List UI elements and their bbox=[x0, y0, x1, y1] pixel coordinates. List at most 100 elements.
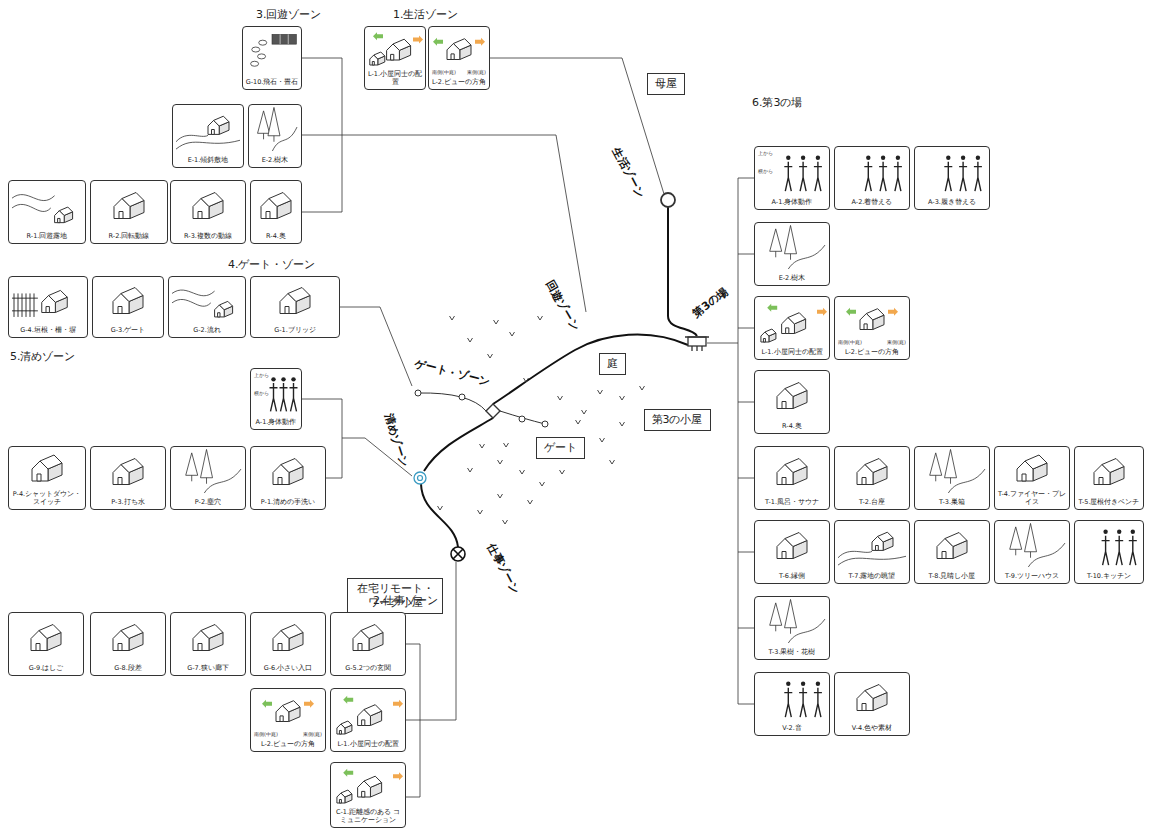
pattern-card: G-7.狭い廊下 bbox=[170, 612, 246, 676]
card-caption: P-4.シャットダウン・スイッチ bbox=[11, 491, 83, 506]
drawing-stroke bbox=[261, 193, 291, 219]
card-caption: P-3.打ち水 bbox=[93, 499, 163, 506]
pattern-card: T-1.風呂・サウナ bbox=[754, 446, 830, 510]
card-caption: P-1.清めの手洗い bbox=[253, 499, 323, 506]
drawing-stroke bbox=[782, 478, 786, 485]
zone-area: 清めゾーン bbox=[368, 420, 472, 524]
drawing-stroke bbox=[40, 455, 62, 469]
icon-drawing bbox=[173, 105, 243, 154]
drawing-stroke bbox=[291, 377, 295, 381]
leader-line bbox=[490, 58, 664, 194]
drawing-stroke bbox=[540, 482, 545, 486]
drawing-stroke bbox=[259, 40, 267, 45]
drawing-stroke bbox=[480, 444, 485, 448]
drawing-stroke bbox=[198, 212, 202, 219]
card-caption: T-10.キッチン bbox=[1077, 573, 1141, 580]
drawing-stroke bbox=[528, 500, 533, 504]
icon-drawing bbox=[169, 277, 245, 324]
drawing-stroke bbox=[560, 470, 565, 474]
drawing-stroke bbox=[1028, 543, 1065, 567]
drawing-stroke bbox=[281, 459, 303, 473]
card-caption: E-2.樹木 bbox=[757, 275, 827, 282]
drawing-stroke bbox=[37, 474, 41, 481]
drawing-stroke bbox=[273, 136, 274, 142]
drawing-stroke bbox=[193, 193, 223, 219]
drawing-stroke bbox=[896, 156, 900, 160]
place-box: 第3の小屋 bbox=[644, 409, 711, 431]
drawing-stroke bbox=[362, 720, 365, 726]
drawing-stroke bbox=[784, 162, 792, 191]
drawing-stroke bbox=[1129, 536, 1137, 565]
drawing-stroke bbox=[785, 599, 797, 627]
drawing-stroke bbox=[608, 123, 728, 233]
icon-drawing bbox=[995, 521, 1069, 570]
icon-drawing bbox=[365, 27, 425, 69]
drawing-stroke bbox=[280, 383, 288, 411]
drawing-stroke bbox=[600, 438, 605, 442]
icon-drawing bbox=[171, 181, 245, 230]
drawing-stroke bbox=[814, 162, 822, 191]
drawing-stroke bbox=[865, 685, 887, 699]
pattern-card: L-1.小屋同士の配置 bbox=[330, 688, 406, 752]
drawing-stroke bbox=[271, 377, 275, 381]
drawing-stroke bbox=[468, 338, 473, 342]
icon-drawing bbox=[171, 447, 245, 496]
drawing-stroke bbox=[269, 193, 291, 207]
drawing-stroke bbox=[281, 377, 285, 381]
drawing-stroke bbox=[364, 705, 382, 716]
pattern-card: R-1.回遊露地 bbox=[8, 180, 86, 244]
drawing-stroke bbox=[767, 304, 777, 312]
pattern-card: E-1.傾斜敷地 bbox=[172, 104, 244, 168]
drawing-stroke bbox=[343, 769, 353, 777]
pattern-card: G-6.小さい入口 bbox=[250, 612, 326, 676]
drawing-stroke bbox=[280, 288, 310, 314]
icon-drawing bbox=[331, 763, 405, 807]
drawing-stroke bbox=[494, 320, 499, 324]
card-caption: E-2.樹木 bbox=[251, 157, 299, 164]
card-caption: A-1.身体動作 bbox=[253, 419, 299, 426]
drawing-stroke bbox=[488, 354, 493, 358]
pattern-card: T-7.露地の眺望 bbox=[834, 520, 910, 584]
drawing-stroke bbox=[273, 625, 303, 651]
drawing-stroke bbox=[362, 791, 365, 797]
card-caption: G-5.2つの玄関 bbox=[333, 665, 403, 672]
card-caption: G-10.飛石・畳石 bbox=[245, 79, 299, 86]
drawing-stroke bbox=[433, 38, 443, 46]
drawing-stroke bbox=[761, 329, 776, 342]
zone-label: 第3の場 bbox=[691, 285, 730, 319]
icon-drawing bbox=[755, 447, 829, 496]
pattern-card: G-5.2つの玄関 bbox=[330, 612, 406, 676]
drawing-stroke bbox=[582, 410, 587, 414]
drawing-stroke bbox=[176, 140, 240, 149]
drawing-stroke bbox=[370, 52, 385, 65]
pattern-card: P-1.清めの手洗い bbox=[250, 446, 326, 510]
icon-drawing bbox=[93, 277, 163, 324]
group-heading: 6.第3の場 bbox=[752, 96, 803, 109]
card-caption: A-1.身体動作 bbox=[757, 199, 827, 206]
drawing-stroke bbox=[864, 324, 867, 330]
pattern-card: T-6.縁側 bbox=[754, 520, 830, 584]
zone-label: 清めゾーン bbox=[382, 412, 409, 468]
card-caption: G-2.流れ bbox=[171, 327, 243, 334]
drawing-stroke bbox=[280, 34, 288, 44]
route-segment bbox=[668, 207, 697, 336]
drawing-stroke bbox=[358, 705, 382, 726]
icon-drawing bbox=[915, 521, 989, 570]
drawing-stroke bbox=[1025, 523, 1037, 551]
drawing-stroke bbox=[770, 229, 782, 251]
pattern-card: L-2.ビューの方角南側(中庭)東側(庭) bbox=[428, 26, 490, 90]
drawing-stroke bbox=[1099, 478, 1103, 485]
drawing-stroke bbox=[1025, 455, 1047, 469]
drawing-stroke bbox=[786, 156, 790, 160]
pattern-card: R-4.奥 bbox=[754, 370, 830, 434]
drawing-stroke bbox=[55, 207, 73, 223]
drawing-stroke bbox=[193, 625, 223, 651]
pattern-card: T-3.巣箱 bbox=[914, 446, 990, 510]
drawing-stroke bbox=[518, 262, 666, 414]
card-caption: L-2.ビューの方角 bbox=[431, 79, 487, 86]
work-marker bbox=[451, 547, 465, 561]
gate-dot bbox=[415, 390, 421, 396]
drawing-stroke bbox=[270, 383, 278, 411]
drawing-stroke bbox=[219, 301, 232, 309]
icon-drawing bbox=[91, 181, 167, 230]
